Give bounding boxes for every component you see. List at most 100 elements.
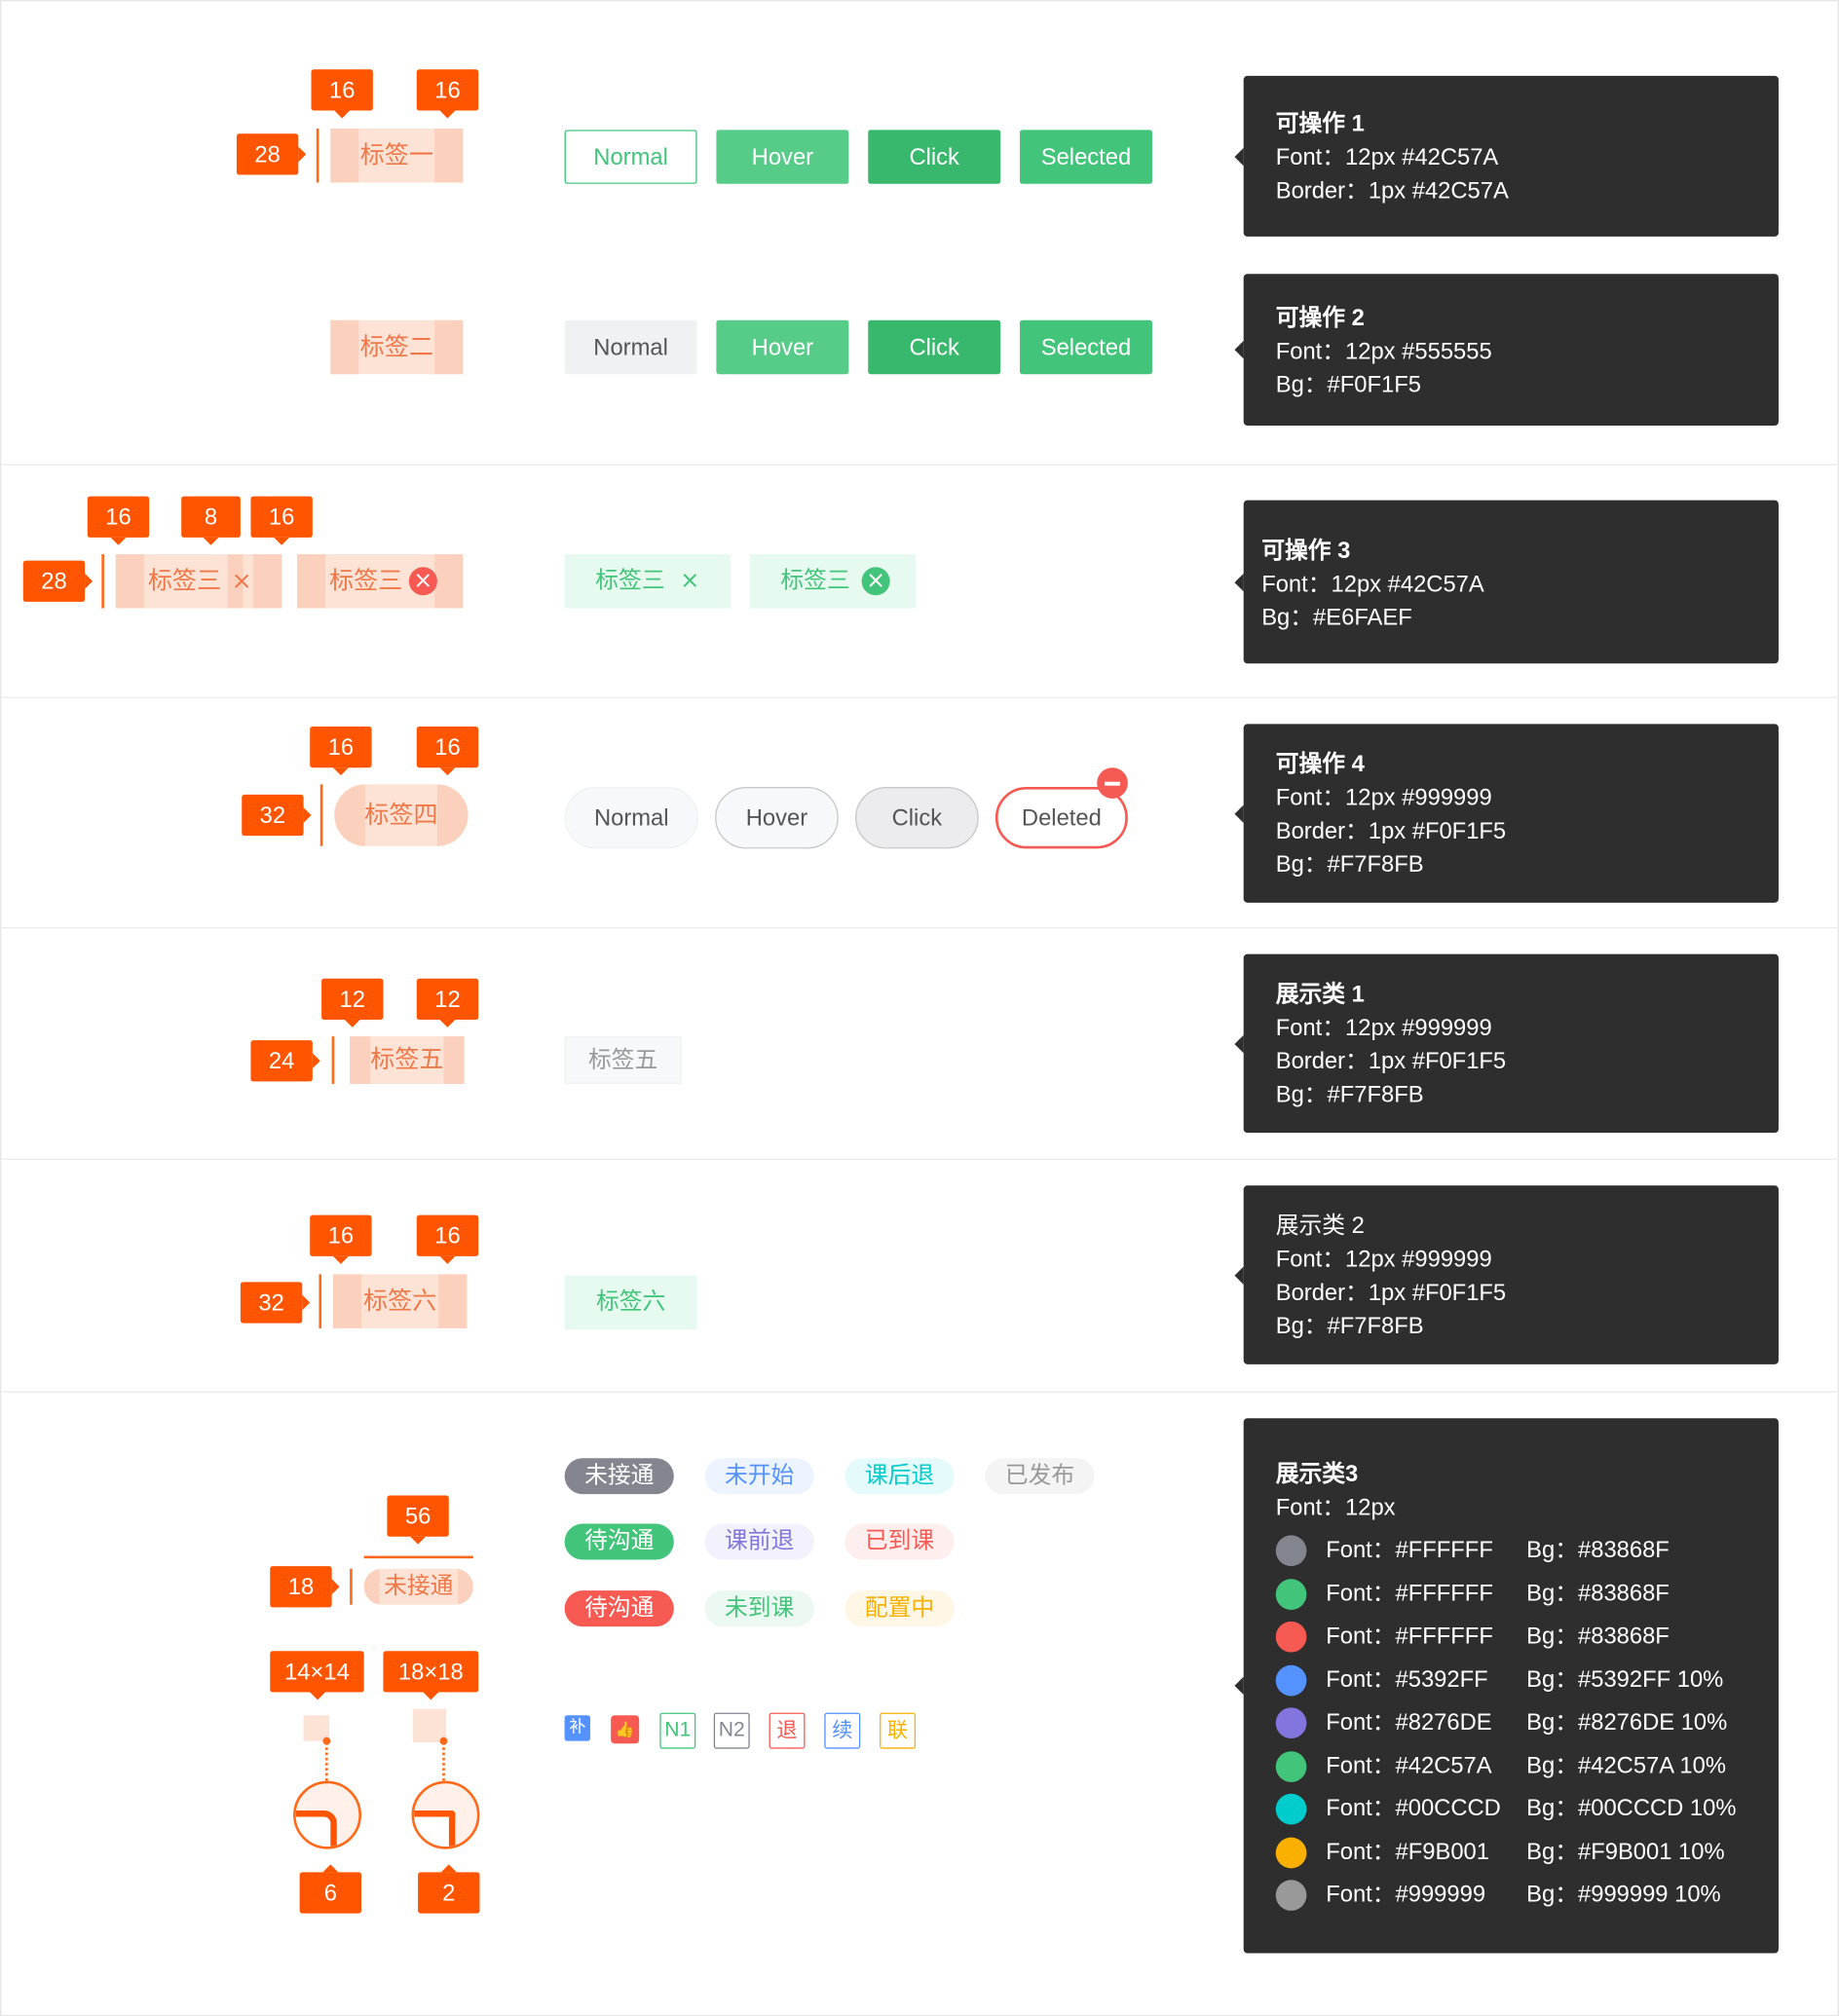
icon-size-sample bbox=[412, 1708, 447, 1742]
dimension-line bbox=[319, 1274, 322, 1328]
section-divider bbox=[1, 1391, 1839, 1393]
withdraw-icon: 退 bbox=[769, 1712, 806, 1749]
round-click-button[interactable]: Click bbox=[854, 787, 979, 849]
dimension-marker: 8 bbox=[181, 496, 241, 545]
radius-magnifier bbox=[411, 1780, 480, 1849]
dimension-marker: 24 bbox=[250, 1040, 320, 1082]
outline-hover-button[interactable]: Hover bbox=[716, 130, 849, 184]
close-circle-icon[interactable]: × bbox=[408, 567, 437, 596]
fill-click-button[interactable]: Click bbox=[868, 319, 1001, 375]
dimension-line bbox=[363, 1555, 473, 1558]
dimension-marker: 16 bbox=[310, 726, 372, 776]
color-swatch bbox=[1275, 1578, 1307, 1610]
dimension-marker: 12 bbox=[416, 978, 479, 1027]
spec-tooltip-1: 可操作 1 Font：12px #42C57A Border：1px #42C5… bbox=[1234, 75, 1779, 237]
dimension-marker: 16 bbox=[416, 1214, 479, 1264]
fill-hover-button[interactable]: Hover bbox=[716, 319, 849, 375]
close-icon[interactable]: × bbox=[231, 567, 252, 596]
dimension-marker: 14×14 bbox=[270, 1651, 364, 1700]
leader-line bbox=[442, 1736, 445, 1781]
dimension-marker: 16 bbox=[416, 726, 479, 776]
color-swatch bbox=[1275, 1750, 1307, 1782]
dimension-line bbox=[319, 784, 323, 846]
n2-icon: N2 bbox=[713, 1712, 750, 1749]
closable-tag-hover[interactable]: 标签三 × bbox=[749, 554, 917, 609]
dimension-marker: 16 bbox=[416, 69, 479, 119]
linked-icon: 联 bbox=[880, 1712, 917, 1749]
display-tag-5: 标签五 bbox=[564, 1036, 682, 1084]
leader-dot bbox=[439, 1736, 448, 1745]
dimension-marker: 6 bbox=[299, 1864, 361, 1914]
closable-tag[interactable]: 标签三 × bbox=[564, 554, 731, 609]
dimension-marker: 16 bbox=[250, 496, 313, 545]
section-divider bbox=[1, 1158, 1839, 1160]
outline-selected-button[interactable]: Selected bbox=[1019, 130, 1152, 184]
color-swatch bbox=[1275, 1837, 1307, 1868]
dimension-marker: 28 bbox=[236, 133, 307, 175]
tag-spec-4-round: 标签四 bbox=[334, 784, 469, 846]
leader-line bbox=[325, 1736, 328, 1781]
legend-title: 展示类3 bbox=[1275, 1460, 1359, 1487]
section-divider bbox=[1, 926, 1839, 929]
tag-spec-5: 标签五 bbox=[350, 1036, 465, 1084]
spec-tooltip-5: 展示类 1 Font：12px #999999 Border：1px #F0F1… bbox=[1234, 953, 1779, 1134]
dimension-marker: 16 bbox=[310, 1214, 372, 1264]
close-circle-icon[interactable]: × bbox=[861, 567, 890, 596]
outline-click-button[interactable]: Click bbox=[868, 130, 1001, 184]
color-swatch bbox=[1275, 1793, 1307, 1825]
tag-spec-6: 标签六 bbox=[332, 1274, 468, 1328]
icon-size-sample bbox=[303, 1715, 329, 1741]
color-swatch bbox=[1275, 1664, 1307, 1696]
thumbs-up-icon: 👍 bbox=[611, 1715, 640, 1744]
status-chip: 课前退 bbox=[704, 1523, 814, 1560]
round-normal-button[interactable]: Normal bbox=[564, 787, 698, 849]
status-chip: 课后退 bbox=[844, 1458, 955, 1495]
dimension-marker: 32 bbox=[240, 1282, 311, 1324]
leader-dot bbox=[322, 1736, 331, 1745]
dimension-marker: 56 bbox=[387, 1495, 449, 1545]
close-icon[interactable]: × bbox=[680, 567, 700, 594]
dimension-marker: 16 bbox=[87, 496, 150, 545]
status-chip: 未开始 bbox=[704, 1458, 814, 1495]
remove-badge-icon[interactable] bbox=[1097, 767, 1128, 799]
tag-spec-1: 标签一 bbox=[330, 129, 464, 183]
status-chip: 未接通 bbox=[564, 1458, 674, 1495]
color-swatch bbox=[1275, 1621, 1307, 1653]
dimension-line bbox=[350, 1568, 353, 1605]
spec-tooltip-3: 可操作 3 Font：12px #42C57A Bg：#E6FAEF bbox=[1234, 500, 1779, 664]
round-hover-button[interactable]: Hover bbox=[715, 787, 839, 849]
legend-font: Font：12px bbox=[1275, 1494, 1396, 1520]
dimension-line bbox=[316, 129, 319, 183]
color-swatch bbox=[1275, 1535, 1307, 1567]
status-chip: 已到课 bbox=[844, 1523, 955, 1560]
spec-tooltip-6: 展示类 2 Font：12px #999999 Border：1px #F0F1… bbox=[1234, 1185, 1779, 1364]
spec-tooltip-4: 可操作 4 Font：12px #999999 Border：1px #F0F1… bbox=[1234, 724, 1779, 903]
display-tag-6: 标签六 bbox=[564, 1275, 697, 1330]
dimension-marker: 2 bbox=[418, 1864, 480, 1914]
section-divider bbox=[1, 464, 1839, 466]
pill-spec: 未接通 bbox=[363, 1568, 473, 1605]
color-swatch bbox=[1275, 1880, 1307, 1911]
section-divider bbox=[1, 696, 1839, 698]
dimension-line bbox=[101, 554, 104, 609]
dimension-marker: 16 bbox=[311, 69, 373, 119]
status-chip: 待沟通 bbox=[564, 1590, 674, 1627]
dimension-marker: 28 bbox=[22, 560, 94, 602]
status-chip: 待沟通 bbox=[564, 1523, 674, 1560]
tag-spec-3-closable: 标签三 × bbox=[115, 554, 282, 609]
tag-label: 标签三 bbox=[780, 567, 850, 594]
dimension-marker: 32 bbox=[242, 794, 312, 837]
radius-magnifier bbox=[293, 1780, 361, 1849]
supplement-icon: 补 bbox=[564, 1715, 591, 1741]
fill-normal-button[interactable]: Normal bbox=[564, 319, 697, 375]
fill-selected-button[interactable]: Selected bbox=[1019, 319, 1152, 375]
outline-normal-button[interactable]: Normal bbox=[564, 130, 697, 184]
